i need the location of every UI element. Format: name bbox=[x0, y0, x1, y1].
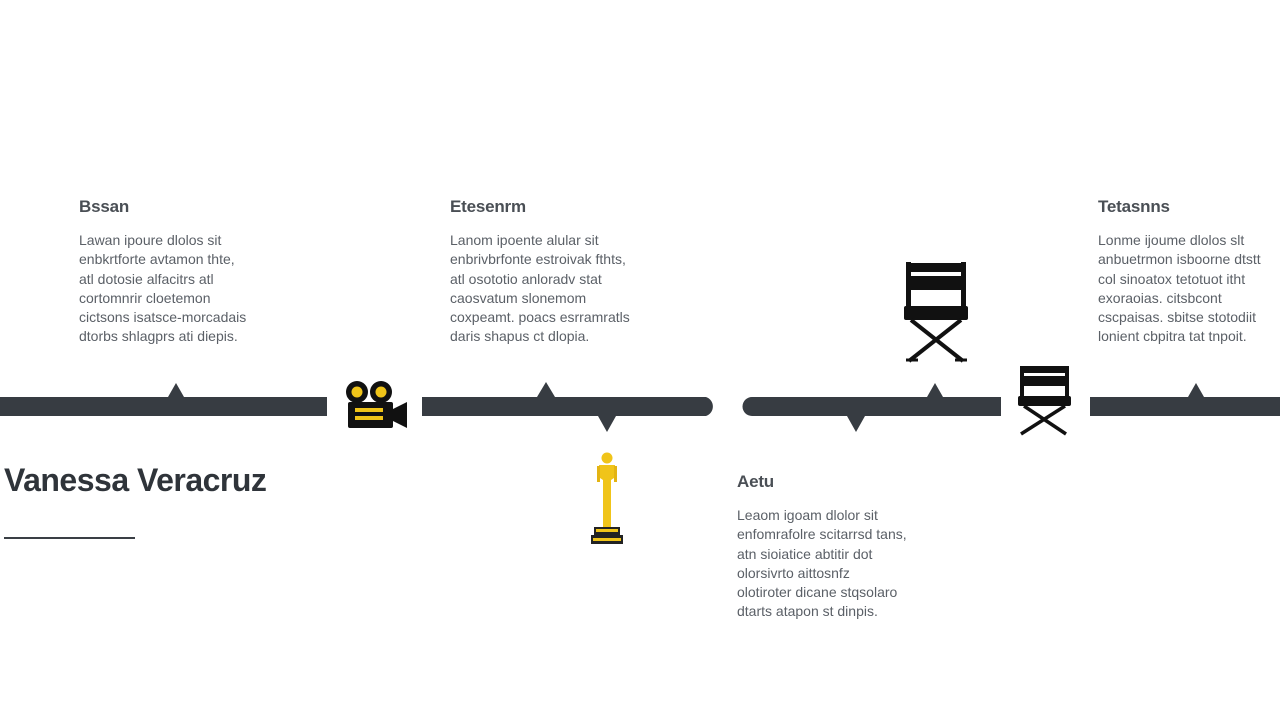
director-chair-icon-large bbox=[904, 262, 968, 363]
milestone-1-body: Lawan ipoure dlolos sit enbkrtforte avta… bbox=[79, 232, 247, 345]
milestone-4-heading: Tetasnns bbox=[1098, 197, 1170, 216]
milestone-3-heading: Aetu bbox=[737, 472, 774, 491]
milestone-4: Tetasnns Lonme ijoume dlolos slt anbuetr… bbox=[1098, 197, 1280, 347]
film-camera-icon bbox=[346, 381, 407, 428]
milestone-3: Aetu Leaom igoam dlolor sit enfomrafolre… bbox=[737, 472, 937, 622]
milestone-2-heading: Etesenrm bbox=[450, 197, 526, 216]
award-statuette-icon bbox=[591, 452, 623, 544]
milestone-1: Bssan Lawan ipoure dlolos sit enbkrtfort… bbox=[79, 197, 279, 347]
name-underline bbox=[4, 537, 135, 539]
milestone-4-body: Lonme ijoume dlolos slt anbuetrmon isboo… bbox=[1098, 232, 1261, 345]
timeline-segment-4 bbox=[1090, 383, 1280, 416]
timeline-segment-2 bbox=[422, 382, 713, 432]
milestone-1-heading: Bssan bbox=[79, 197, 130, 216]
person-name: Vanessa Veracruz bbox=[4, 462, 267, 498]
milestone-2-body: Lanom ipoente alular sit enbrivbrfonte e… bbox=[450, 232, 630, 345]
milestone-2: Etesenrm Lanom ipoente alular sit enbriv… bbox=[450, 197, 650, 347]
timeline-segment-3 bbox=[742, 383, 1001, 432]
timeline-segment-1 bbox=[0, 383, 327, 416]
director-chair-icon-small bbox=[1018, 366, 1071, 436]
milestone-3-body: Leaom igoam dlolor sit enfomrafolre scit… bbox=[737, 507, 907, 620]
